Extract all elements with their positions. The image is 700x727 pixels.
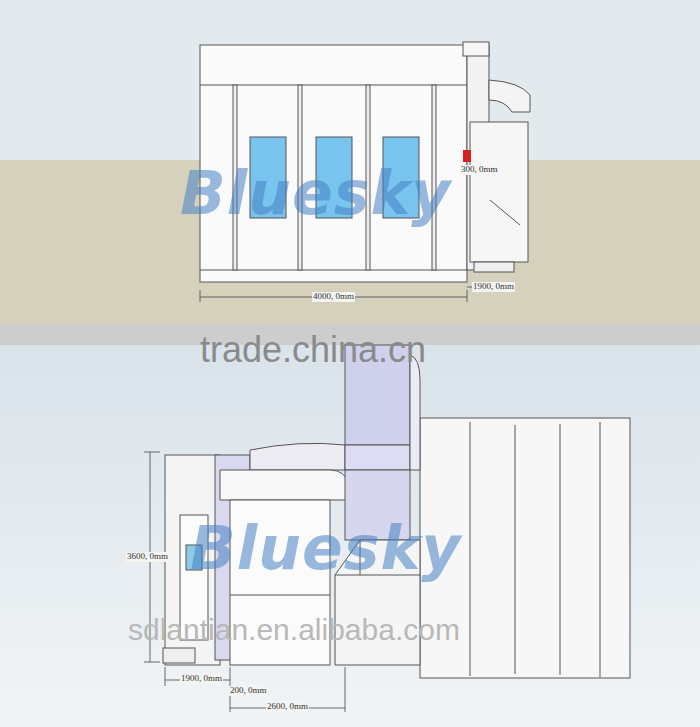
dimension-label: 1900, 0mm (180, 674, 223, 684)
watermark: Bluesky (180, 160, 451, 226)
watermark: sdlantian.en.alibaba.com (128, 613, 460, 646)
watermark: trade.china.cn (200, 330, 426, 370)
dimension-label: 2600, 0mm (266, 702, 309, 712)
dimension-label: 200, 0mm (229, 686, 268, 696)
dimension-label: 1900, 0mm (472, 282, 515, 292)
dimension-label: 3600, 0mm (126, 552, 169, 562)
dimension-label: 4000, 0mm (312, 292, 355, 302)
dimension-label: 300, 0mm (460, 165, 499, 175)
watermark: Bluesky (190, 515, 461, 581)
